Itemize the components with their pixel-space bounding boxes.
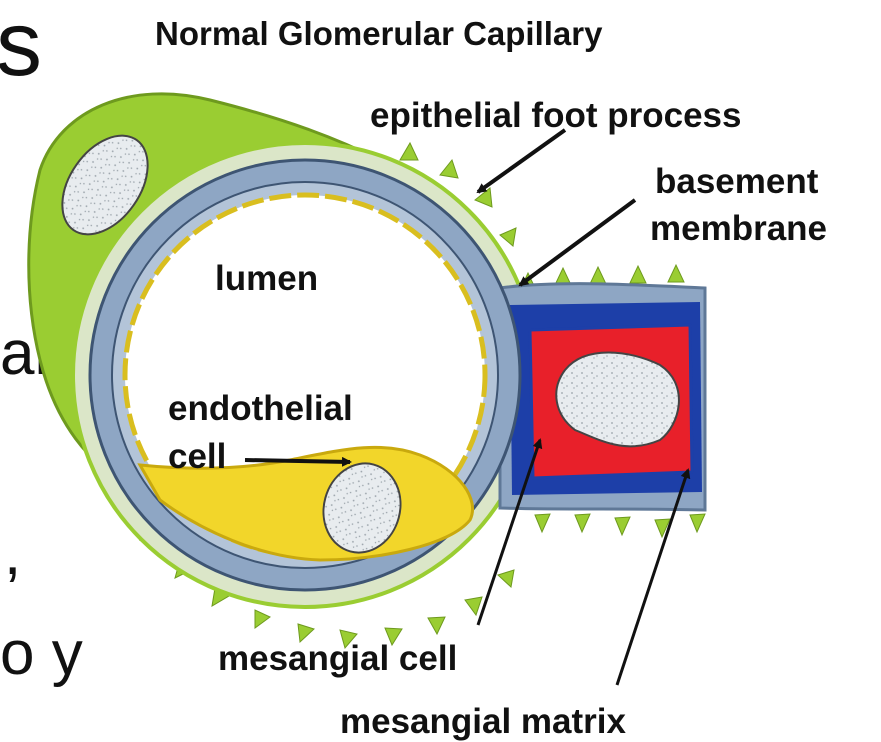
label-basement-line-2: membrane: [650, 209, 827, 248]
label-lumen: lumen: [215, 259, 318, 298]
label-epithelial-foot-process: epithelial foot process: [370, 96, 741, 135]
label-endothelial-line-1: endothelial: [168, 389, 353, 428]
mesangial-region: [500, 284, 705, 510]
label-mesangial-cell: mesangial cell: [218, 639, 457, 678]
label-basement-line-1: basement: [655, 162, 819, 201]
label-endothelial-line-2: cell: [168, 437, 226, 476]
arrow-basement-membrane: [520, 200, 635, 285]
arrow-endothelial-cell: [245, 460, 350, 462]
arrow-epithelial-foot-process: [478, 130, 565, 192]
diagram-title: Normal Glomerular Capillary: [155, 15, 603, 52]
label-mesangial-matrix: mesangial matrix: [340, 702, 626, 741]
